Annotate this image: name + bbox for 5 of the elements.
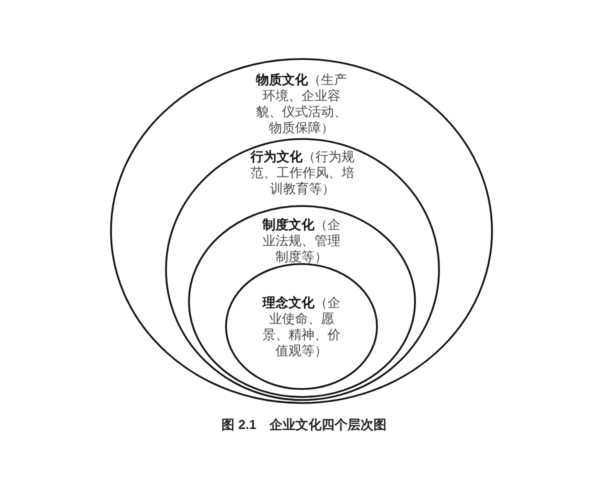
caption: 图 2.1 企业文化四个层次图 [222, 417, 386, 433]
layer-text: 制度文化（企业法规、管理制度等） [261, 217, 342, 265]
layer-text: 理念文化（企业使命、愿景、精神、价值观等） [261, 295, 342, 359]
layer-text: 物质文化（生产环境、企业容貌、仪式活动、物质保障） [255, 72, 348, 136]
layer-text: 行为文化（行为规范、工作作风、培训教育等） [249, 149, 356, 197]
